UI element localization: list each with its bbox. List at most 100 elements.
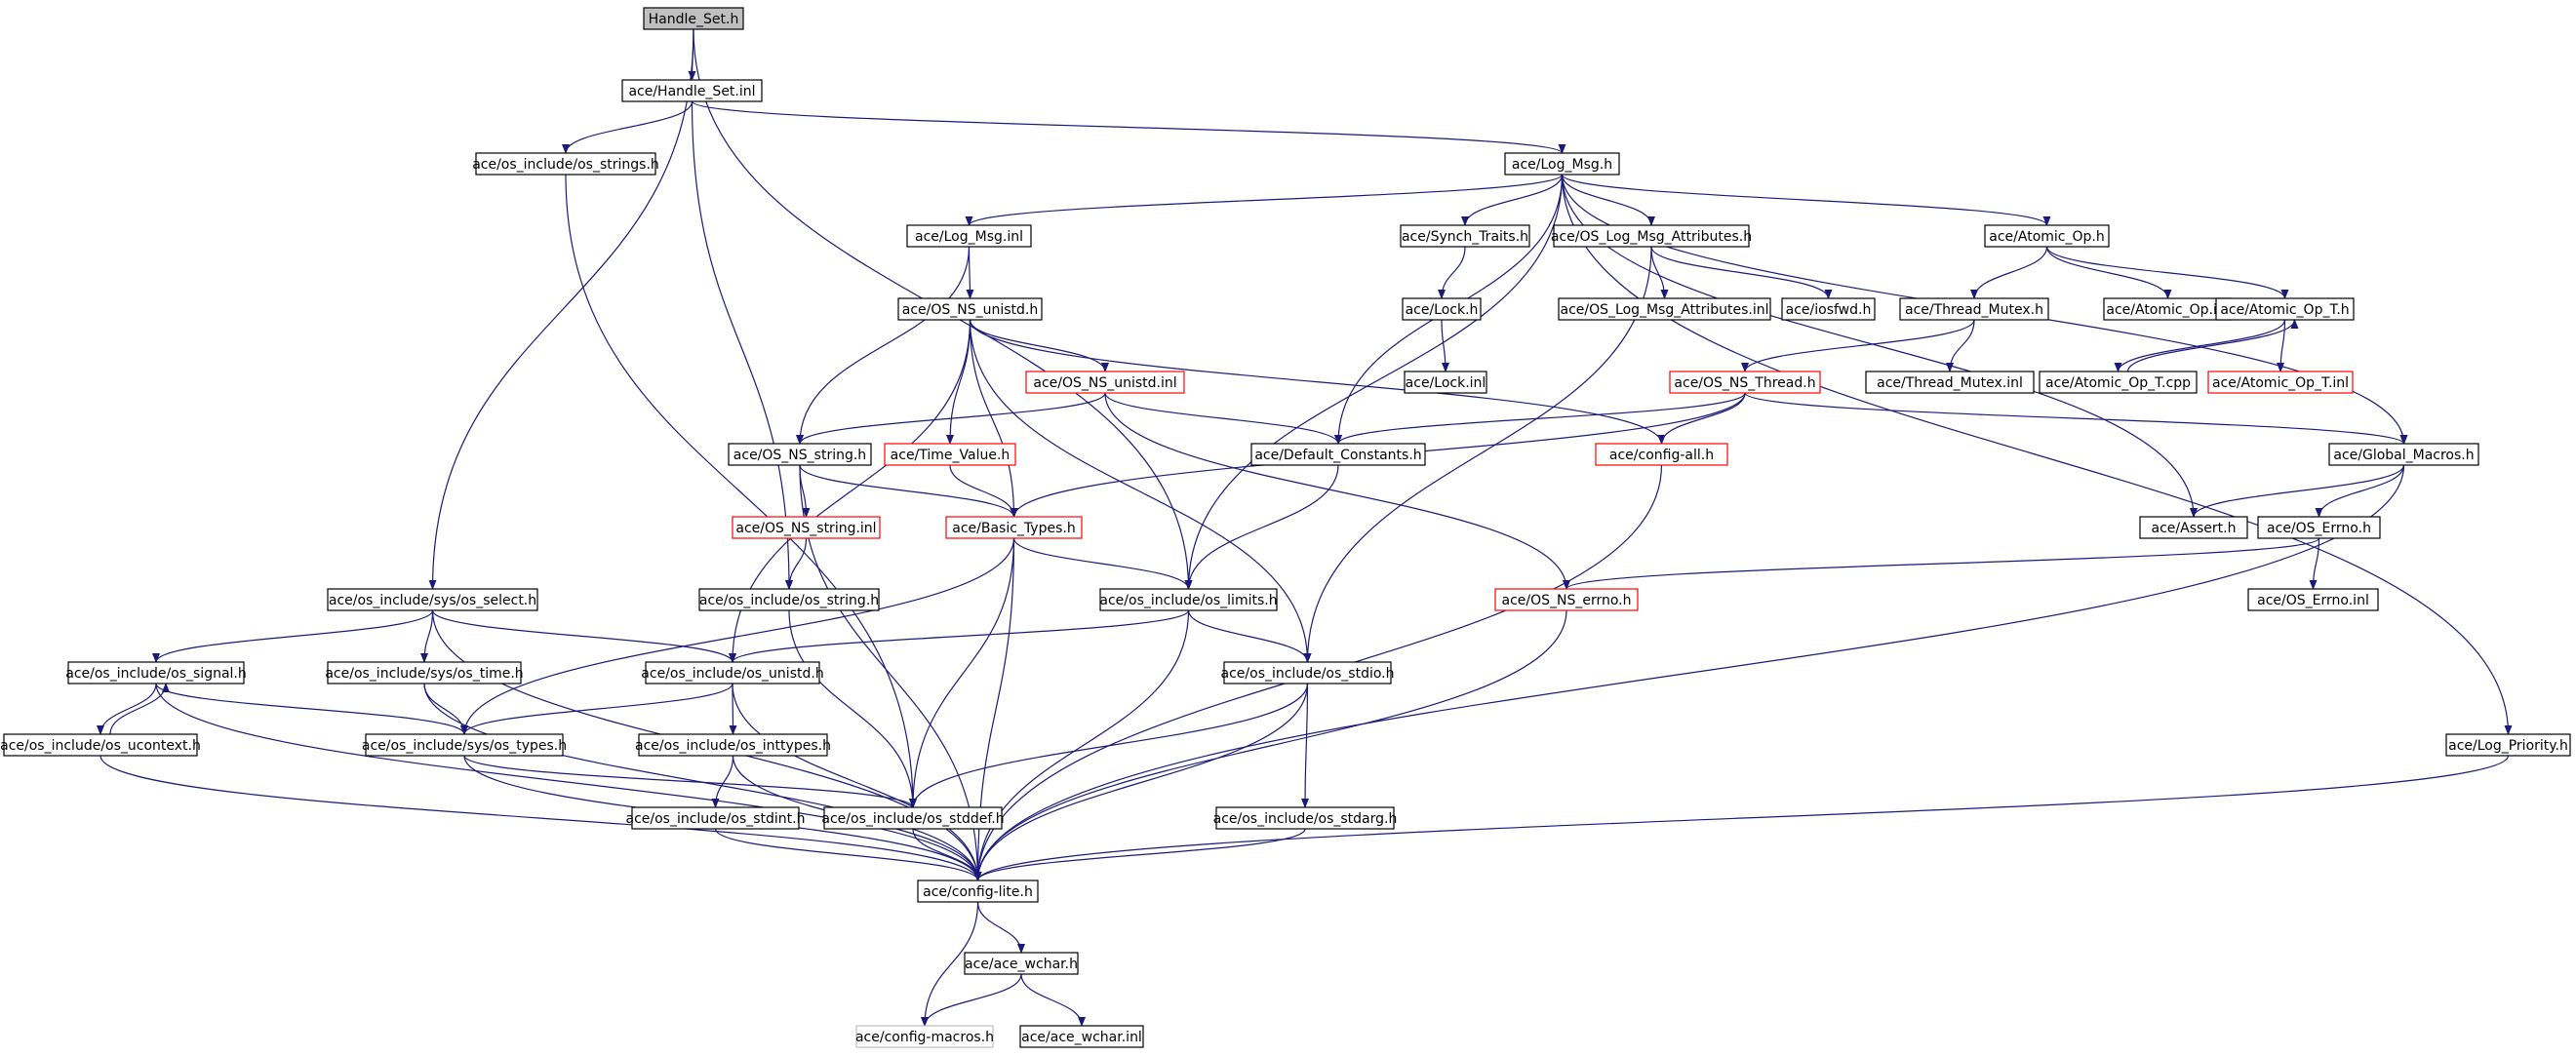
node-basic_types_h[interactable]: ace/Basic_Types.h [945, 516, 1083, 539]
node-thread_mutex_inl[interactable]: ace/Thread_Mutex.inl [1865, 371, 2035, 394]
edge-os_ns_errno_h-to-config_lite_h [973, 609, 1567, 881]
node-os_ns_thread_h[interactable]: ace/OS_NS_Thread.h [1669, 371, 1821, 394]
edge-os_ns_unistd_inl-to-os_ns_errno_h [1104, 392, 1570, 590]
edge-os_strings_h-to-os_stddef_h [565, 174, 917, 808]
node-label: ace/Assert.h [2152, 521, 2237, 536]
node-os_stdint_h[interactable]: ace/os_include/os_stdint.h [625, 806, 806, 830]
node-os_ns_unistd_h[interactable]: ace/OS_NS_unistd.h [897, 297, 1043, 321]
node-label: ace/os_include/sys/os_types.h [362, 738, 567, 754]
node-box [728, 443, 872, 466]
node-atomic_op_t_cpp[interactable]: ace/Atomic_Op_T.cpp [2039, 371, 2198, 394]
node-box [906, 224, 1032, 248]
node-label: ace/config-all.h [1609, 448, 1714, 463]
node-os_log_msg_attributes_h[interactable]: ace/OS_Log_Msg_Attributes.h [1551, 224, 1752, 248]
node-os_log_msg_attributes_inl[interactable]: ace/OS_Log_Msg_Attributes.inl [1558, 297, 1771, 321]
node-label: Handle_Set.h [649, 12, 739, 27]
node-box [1494, 588, 1639, 611]
node-box [1402, 297, 1482, 321]
node-os_errno_h[interactable]: ace/OS_Errno.h [2257, 516, 2381, 539]
node-log_priority_h[interactable]: ace/Log_Priority.h [2445, 733, 2571, 757]
edge-os_ns_string_h-to-config_lite_h [799, 464, 982, 881]
node-os_stdio_h[interactable]: ace/os_include/os_stdio.h [1221, 661, 1395, 684]
node-default_constants_h[interactable]: ace/Default_Constants.h [1250, 443, 1426, 466]
node-os_inttypes_h[interactable]: ace/os_include/os_inttypes.h [635, 733, 831, 757]
node-config_all_h[interactable]: ace/config-all.h [1595, 443, 1728, 466]
node-box [732, 516, 881, 539]
node-box [475, 152, 656, 176]
node-os_stdarg_h[interactable]: ace/os_include/os_stdarg.h [1213, 806, 1398, 830]
node-os_stddef_h[interactable]: ace/os_include/os_stddef.h [821, 806, 1005, 830]
node-os_select_h[interactable]: ace/os_include/sys/os_select.h [327, 588, 538, 611]
edge-config_lite_h-to-ace_wchar_h [976, 901, 1025, 954]
edge-os_ns_string_inl-to-os_string_h [785, 537, 808, 590]
node-os_ns_string_inl[interactable]: ace/OS_NS_string.inl [732, 516, 881, 539]
node-atomic_op_inl[interactable]: ace/Atomic_Op.inl [2103, 297, 2233, 321]
edge-os_log_msg_attributes_h-to-os_stdio_h [1303, 246, 1652, 663]
node-log_msg_inl[interactable]: ace/Log_Msg.inl [906, 224, 1032, 248]
node-atomic_op_h[interactable]: ace/Atomic_Op.h [1984, 224, 2110, 248]
node-os_types_h[interactable]: ace/os_include/sys/os_types.h [362, 733, 567, 757]
edge-os_unistd_h-to-os_types_h [460, 683, 733, 735]
node-box [945, 516, 1083, 539]
node-ace_wchar_inl[interactable]: ace/ace_wchar.inl [1019, 1025, 1144, 1048]
node-label: ace/Atomic_Op_T.inl [2212, 375, 2349, 391]
node-os_ucontext_h[interactable]: ace/os_include/os_ucontext.h [0, 733, 201, 757]
edge-os_stdio_h-to-os_stddef_h [909, 683, 1309, 808]
edge-os_ucontext_h-to-config_lite_h [99, 755, 982, 881]
edge-os_select_h-to-os_time_h [420, 609, 434, 663]
node-box [1400, 224, 1530, 248]
node-os_limits_h[interactable]: ace/os_include/os_limits.h [1099, 588, 1278, 611]
edge-os_signal_h-to-config_lite_h [155, 683, 982, 881]
node-iosfwd_h[interactable]: ace/iosfwd.h [1781, 297, 1876, 321]
node-os_ns_string_h[interactable]: ace/OS_NS_string.h [728, 443, 872, 466]
edge-log_msg_h-to-os_limits_h [1184, 174, 1564, 590]
node-config_lite_h[interactable]: ace/config-lite.h [917, 880, 1039, 903]
node-os_time_h[interactable]: ace/os_include/sys/os_time.h [325, 661, 524, 684]
node-global_macros_h[interactable]: ace/Global_Macros.h [2328, 443, 2479, 466]
node-box [964, 952, 1079, 975]
node-os_string_h[interactable]: ace/os_include/os_string.h [698, 588, 880, 611]
node-os_errno_inl[interactable]: ace/OS_Errno.inl [2247, 588, 2379, 611]
node-synch_traits_h[interactable]: ace/Synch_Traits.h [1400, 224, 1530, 248]
node-box [917, 880, 1039, 903]
edge-synch_traits_h-to-lock_h [1438, 246, 1466, 299]
node-label: ace/OS_Errno.h [2267, 521, 2371, 536]
node-thread_mutex_h[interactable]: ace/Thread_Mutex.h [1899, 297, 2049, 321]
node-os_ns_unistd_inl[interactable]: ace/OS_NS_unistd.inl [1025, 371, 1185, 394]
node-box [1984, 224, 2110, 248]
node-os_ns_errno_h[interactable]: ace/OS_NS_errno.h [1494, 588, 1639, 611]
nodes-layer: Handle_Set.h ace/Handle_Set.inl ace/os_inc… [0, 7, 2571, 1048]
node-box [1099, 588, 1278, 611]
node-box [855, 1025, 994, 1048]
node-box [631, 806, 800, 830]
node-label: ace/Handle_Set.inl [628, 84, 755, 99]
edge-os_stdio_h-to-config_lite_h [973, 683, 1309, 881]
node-ace_wchar_h[interactable]: ace/ace_wchar.h [964, 952, 1079, 975]
node-box [1215, 806, 1395, 830]
node-lock_h[interactable]: ace/Lock.h [1402, 297, 1482, 321]
node-label: ace/Time_Value.h [891, 448, 1011, 463]
node-box [638, 733, 828, 757]
node-log_msg_h[interactable]: ace/Log_Msg.h [1504, 152, 1620, 176]
edge-os_ns_unistd_h-to-basic_types_h [969, 319, 1018, 518]
edge-log_msg_h-to-os_log_msg_attributes_h [1561, 174, 1655, 226]
node-label: ace/Atomic_Op_T.h [2220, 302, 2349, 318]
node-lock_inl[interactable]: ace/Lock.inl [1404, 371, 1487, 394]
node-box [1669, 371, 1821, 394]
node-label: ace/os_include/os_stddef.h [821, 811, 1004, 827]
node-assert_h[interactable]: ace/Assert.h [2139, 516, 2248, 539]
node-handle_set_inl[interactable]: ace/Handle_Set.inl [621, 79, 763, 102]
edge-handle_set_inl-to-os_string_h [691, 100, 793, 590]
edge-os_ns_unistd_h-to-os_stdio_h [969, 319, 1312, 663]
edge-log_msg_h-to-synch_traits_h [1461, 174, 1564, 226]
edge-default_constants_h-to-os_limits_h [1184, 464, 1339, 590]
node-label: ace/os_include/os_signal.h [65, 666, 247, 682]
edge-os_unistd_h-to-config_lite_h [732, 683, 982, 881]
node-atomic_op_t_h[interactable]: ace/Atomic_Op_T.h [2215, 297, 2355, 321]
node-os_strings_h[interactable]: ace/os_include/os_strings.h [472, 152, 659, 176]
node-os_unistd_h[interactable]: ace/os_include/os_unistd.h [641, 661, 824, 684]
node-time_value_h[interactable]: ace/Time_Value.h [884, 443, 1016, 466]
node-os_signal_h[interactable]: ace/os_include/os_signal.h [65, 661, 247, 684]
edge-global_macros_h-to-config_lite_h [973, 464, 2405, 881]
node-atomic_op_t_inl[interactable]: ace/Atomic_Op_T.inl [2207, 371, 2354, 394]
